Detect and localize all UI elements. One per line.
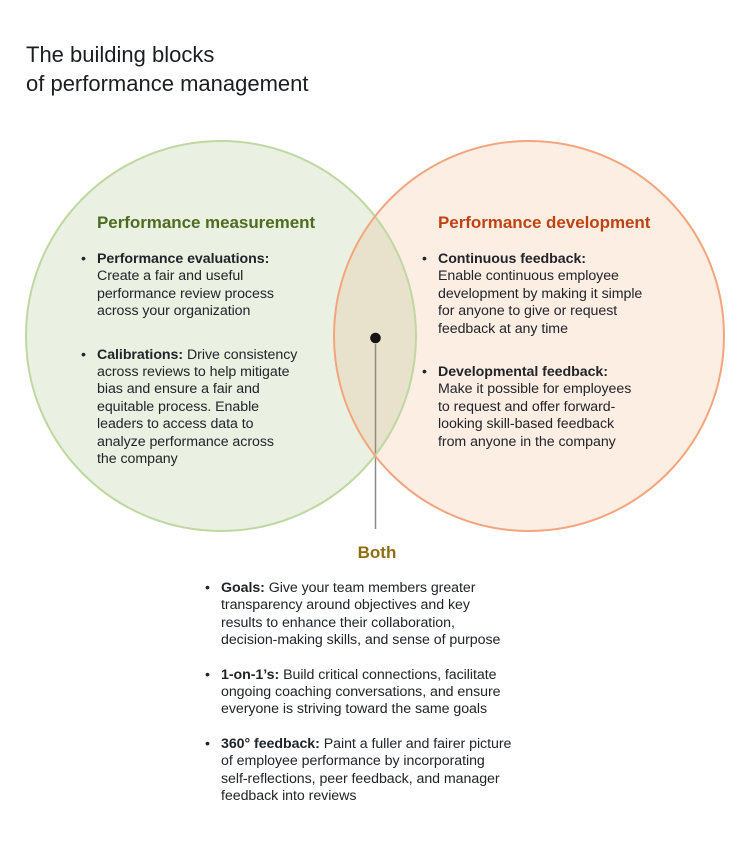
item-label: 360° feedback: — [221, 735, 320, 752]
item-text: Give your team members greater transpare… — [221, 580, 501, 649]
performance-development-section: Performance development Continuous feedb… — [422, 211, 700, 451]
performance-measurement-section: Performance measurement Performance eval… — [81, 211, 343, 469]
list-item: 1-on-1’s: Build critical connections, fa… — [205, 666, 583, 719]
list-item: Goals: Give your team members greater tr… — [205, 580, 583, 650]
right-circle-outline — [333, 140, 725, 532]
item-label: Goals: — [221, 580, 265, 596]
left-circle-outline — [25, 140, 417, 532]
both-connector-dot — [370, 332, 381, 344]
list-item: 360° feedback: Paint a fuller and fairer… — [205, 735, 583, 806]
performance-measurement-heading: Performance measurement — [97, 213, 316, 232]
item-label: Performance evaluations: — [97, 251, 270, 267]
item-text: Enable continuous employee development b… — [438, 268, 643, 337]
list-item: Continuous feedback: Enable continuous e… — [422, 251, 700, 338]
page-title: The building blocks of performance manag… — [26, 41, 309, 96]
item-label: Calibrations: — [97, 346, 184, 363]
item-label: Continuous feedback: — [438, 251, 586, 267]
item-text: Make it possible for employees to reques… — [438, 381, 632, 450]
performance-development-heading: Performance development — [438, 213, 651, 232]
performance-development-list: Continuous feedback: Enable continuous e… — [422, 251, 700, 451]
item-text: Paint a fuller and fairer picture of emp… — [221, 735, 512, 805]
item-text: Create a fair and useful performance rev… — [97, 268, 274, 320]
both-list: Goals: Give your team members greater tr… — [205, 580, 583, 806]
both-section: Goals: Give your team members greater tr… — [205, 580, 583, 822]
list-item: Performance evaluations: Create a fair a… — [81, 251, 343, 321]
item-label: 1-on-1’s: — [221, 666, 280, 683]
item-text: Build critical connections, facilitate o… — [221, 666, 501, 718]
item-label: Developmental feedback: — [438, 364, 608, 381]
performance-measurement-list: Performance evaluations: Create a fair a… — [81, 251, 343, 469]
list-item: Developmental feedback: Make it possible… — [422, 364, 700, 451]
both-heading: Both — [357, 543, 397, 562]
item-text: Drive consistency across reviews to help… — [97, 346, 298, 468]
list-item: Calibrations: Drive consistency across r… — [81, 346, 343, 469]
